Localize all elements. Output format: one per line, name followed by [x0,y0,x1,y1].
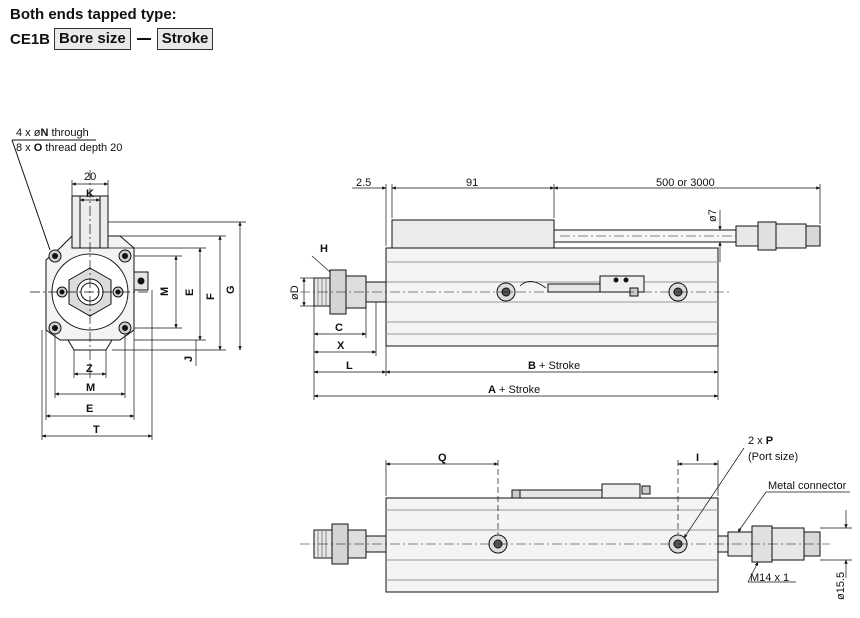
dim-m-right: M [159,287,171,296]
page-title: Both ends tapped type: [10,6,177,23]
code-dash [136,38,151,40]
dim-e-right: E [184,289,196,296]
dim-q: Q [438,452,447,464]
model-prefix: CE1B [10,30,51,48]
dim-t: T [93,424,100,436]
stroke-box: Stroke [156,28,214,50]
dim-e-bottom: E [86,403,93,415]
dim-z: Z [86,363,93,375]
note-through: 4 x øN through [16,127,89,139]
bore-size-box: Bore size [54,28,131,50]
dim-m-bottom: M [86,382,95,394]
metal-connector-note: Metal connector [768,480,847,492]
dim-g: G [225,285,237,294]
dim-o15-5: ø15.5 [835,572,847,600]
dim-500-or-3000: 500 or 3000 [656,177,715,189]
dim-k: K [86,188,94,200]
dim-b-stroke: B + Stroke [528,360,580,372]
port-size-note: (Port size) [748,451,798,463]
bottom-view [300,447,852,593]
side-view-labels: 2.5 91 500 or 3000 ø7 H øD C X L B + Str… [289,177,719,396]
model-code: CE1B Bore size Stroke [10,28,214,50]
side-view [300,184,821,400]
dim-o7: ø7 [707,209,719,222]
end-view: 4 x øN through 8 x O thread depth 20 [11,127,246,440]
dim-l: L [346,360,353,372]
port-count: 2 x P [748,435,773,447]
dim-od: øD [289,285,301,300]
dim-a-stroke: A + Stroke [488,384,540,396]
dim-h: H [320,243,328,255]
end-view-labels: 20 K M E F G J Z M E T [84,171,237,436]
note-thread: 8 x O thread depth 20 [16,142,122,154]
dim-j: J [183,356,195,362]
dim-91: 91 [466,177,478,189]
dim-20: 20 [84,171,96,183]
dim-2-5: 2.5 [356,177,371,189]
dim-x: X [337,340,345,352]
dim-i: I [696,452,699,464]
dim-f: F [205,293,217,300]
dim-c: C [335,322,343,334]
bottom-view-labels: Q I 2 x P (Port size) Metal connector M1… [438,435,847,600]
thread-m14-note: M14 x 1 [750,572,789,584]
